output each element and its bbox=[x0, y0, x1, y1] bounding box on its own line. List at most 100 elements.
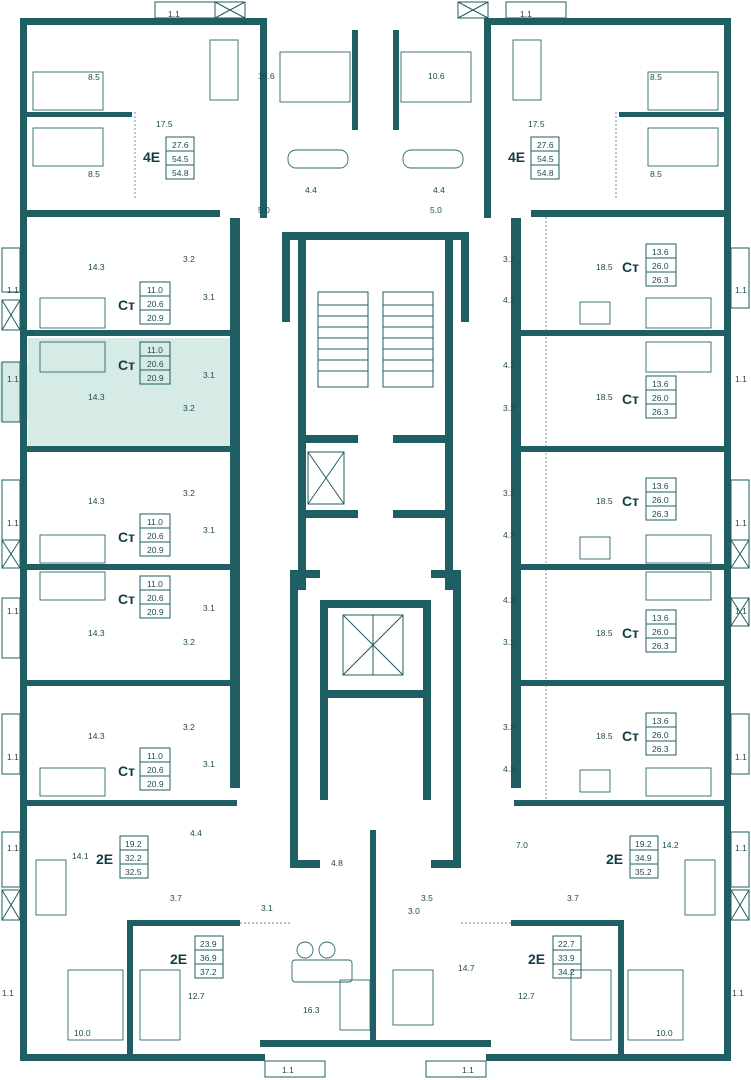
apartment-label[interactable]: Ст 11.0 20.6 20.9 bbox=[118, 341, 171, 385]
room-area: 12.7 bbox=[188, 991, 205, 1001]
room-area: 4.3 bbox=[503, 295, 515, 305]
room-area: 14.7 bbox=[458, 963, 475, 973]
apartment-label[interactable]: Ст 13.6 26.0 26.3 bbox=[622, 712, 677, 756]
apartment-type: 4Е bbox=[143, 149, 160, 165]
living-area: 11.0 bbox=[147, 345, 163, 355]
room-area: 3.7 bbox=[170, 893, 182, 903]
apartment-label[interactable]: Ст 11.0 20.6 20.9 bbox=[118, 747, 171, 791]
room-area: 5.0 bbox=[258, 205, 270, 215]
room-area: 3.2 bbox=[183, 488, 195, 498]
apartment-type: Ст bbox=[622, 391, 639, 407]
room-area: 4.3 bbox=[503, 595, 515, 605]
area-with-balcony: 20.9 bbox=[147, 607, 164, 617]
area-with-balcony: 20.9 bbox=[147, 313, 164, 323]
room-area: 3.1 bbox=[203, 292, 215, 302]
room-area: 17.5 bbox=[528, 119, 545, 129]
room-area: 4.3 bbox=[503, 530, 515, 540]
area-with-balcony: 26.3 bbox=[652, 641, 669, 651]
area-with-balcony: 35.2 bbox=[635, 867, 652, 877]
apartment-type: 4Е bbox=[508, 149, 525, 165]
area-with-balcony: 20.9 bbox=[147, 373, 164, 383]
area-with-balcony: 37.2 bbox=[200, 967, 217, 977]
total-area: 26.0 bbox=[652, 261, 669, 271]
room-area: 16.3 bbox=[303, 1005, 320, 1015]
living-area: 13.6 bbox=[652, 716, 669, 726]
room-area: 4.4 bbox=[305, 185, 317, 195]
room-area: 18.5 bbox=[596, 731, 613, 741]
room-area: 3.2 bbox=[183, 722, 195, 732]
living-area: 11.0 bbox=[147, 751, 163, 761]
room-area: 14.1 bbox=[72, 851, 89, 861]
balcony-area: 1.1 bbox=[735, 285, 747, 295]
room-area: 18.5 bbox=[596, 392, 613, 402]
total-area: 26.0 bbox=[652, 627, 669, 637]
room-area: 18.5 bbox=[596, 262, 613, 272]
area-with-balcony: 54.8 bbox=[537, 168, 554, 178]
apartment-label[interactable]: 4Е 27.6 54.5 54.8 bbox=[508, 136, 560, 180]
apartment-label[interactable]: Ст 13.6 26.0 26.3 bbox=[622, 243, 677, 287]
total-area: 34.9 bbox=[635, 853, 652, 863]
balcony-area: 1.1 bbox=[7, 752, 19, 762]
area-with-balcony: 26.3 bbox=[652, 509, 669, 519]
balcony-area: 1.1 bbox=[735, 374, 747, 384]
room-area: 3.2 bbox=[503, 254, 515, 264]
apartment-label[interactable]: 2Е 23.9 36.9 37.2 bbox=[170, 935, 224, 979]
room-area: 3.1 bbox=[261, 903, 273, 913]
room-area: 14.3 bbox=[88, 262, 105, 272]
total-area: 26.0 bbox=[652, 730, 669, 740]
highlighted-apartment[interactable] bbox=[0, 338, 237, 446]
elevator-stair-core bbox=[282, 232, 469, 868]
total-area: 33.9 bbox=[558, 953, 575, 963]
living-area: 11.0 bbox=[147, 579, 163, 589]
total-area: 20.6 bbox=[147, 593, 164, 603]
total-area: 26.0 bbox=[652, 393, 669, 403]
total-area: 26.0 bbox=[652, 495, 669, 505]
living-area: 19.2 bbox=[635, 839, 652, 849]
apartment-label[interactable]: 4Е 27.6 54.5 54.8 bbox=[143, 136, 195, 180]
living-area: 27.6 bbox=[172, 140, 189, 150]
apartment-label[interactable]: Ст 11.0 20.6 20.9 bbox=[118, 513, 171, 557]
area-with-balcony: 34.2 bbox=[558, 967, 575, 977]
apartment-label[interactable]: 2Е 22.7 33.9 34.2 bbox=[528, 935, 582, 979]
total-area: 20.6 bbox=[147, 531, 164, 541]
apartment-type: Ст bbox=[622, 493, 639, 509]
room-area: 4.4 bbox=[190, 828, 202, 838]
balcony-area: 1.1 bbox=[7, 285, 19, 295]
apartment-label[interactable]: 2Е 19.2 34.9 35.2 bbox=[606, 835, 659, 879]
apartment-type: 2Е bbox=[528, 951, 545, 967]
apartment-labels[interactable]: 4Е 27.6 54.5 54.8 4Е 27.6 54.5 54.8 Ст 1… bbox=[96, 136, 677, 979]
room-area: 5.0 bbox=[430, 205, 442, 215]
apartment-label[interactable]: 2Е 19.2 32.2 32.5 bbox=[96, 835, 149, 879]
living-area: 27.6 bbox=[537, 140, 554, 150]
room-area: 4.4 bbox=[433, 185, 445, 195]
room-area: 3.1 bbox=[203, 759, 215, 769]
room-area: 12.7 bbox=[518, 991, 535, 1001]
balcony-area: 1.1 bbox=[168, 9, 180, 19]
room-area: 3.2 bbox=[503, 403, 515, 413]
room-area: 3.7 bbox=[567, 893, 579, 903]
area-with-balcony: 26.3 bbox=[652, 275, 669, 285]
area-with-balcony: 32.5 bbox=[125, 867, 142, 877]
furniture bbox=[32, 39, 719, 1041]
room-area: 3.0 bbox=[408, 906, 420, 916]
room-area: 10.0 bbox=[656, 1028, 673, 1038]
room-area: 3.2 bbox=[183, 637, 195, 647]
apartment-type: Ст bbox=[622, 259, 639, 275]
apartment-label[interactable]: Ст 13.6 26.0 26.3 bbox=[622, 609, 677, 653]
room-area: 10.0 bbox=[74, 1028, 91, 1038]
apartment-label[interactable]: Ст 13.6 26.0 26.3 bbox=[622, 375, 677, 419]
apartment-type: Ст bbox=[622, 625, 639, 641]
apartment-label[interactable]: Ст 13.6 26.0 26.3 bbox=[622, 477, 677, 521]
living-area: 13.6 bbox=[652, 379, 669, 389]
total-area: 32.2 bbox=[125, 853, 142, 863]
room-area: 3.2 bbox=[503, 488, 515, 498]
apartment-type: Ст bbox=[118, 357, 135, 373]
room-area: 8.5 bbox=[88, 72, 100, 82]
apartment-label[interactable]: Ст 11.0 20.6 20.9 bbox=[118, 281, 171, 325]
room-area: 17.5 bbox=[156, 119, 173, 129]
living-area: 23.9 bbox=[200, 939, 217, 949]
room-area: 8.5 bbox=[88, 169, 100, 179]
apartment-label[interactable]: Ст 11.0 20.6 20.9 bbox=[118, 575, 171, 619]
area-with-balcony: 20.9 bbox=[147, 779, 164, 789]
